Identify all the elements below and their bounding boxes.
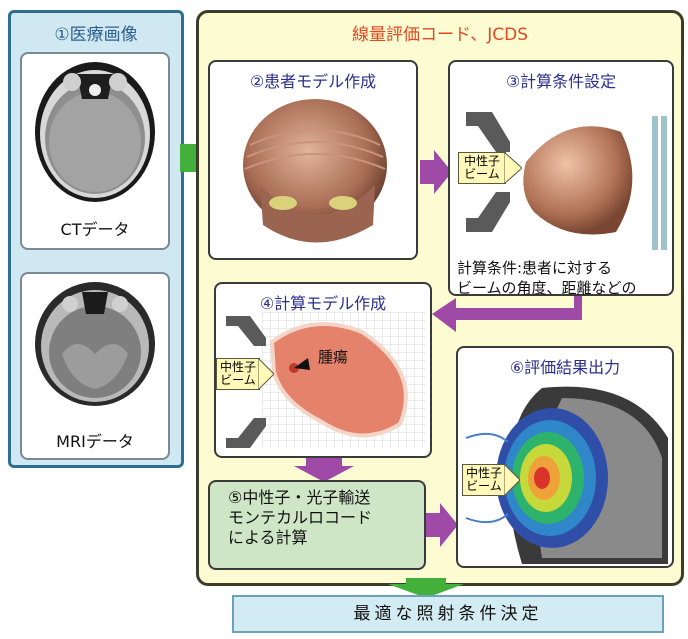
ct-data-label: CTデータ [20, 216, 170, 240]
optimal-conditions-box: 最適な照射条件決定 [232, 595, 664, 633]
calc-conditions-title: ③計算条件設定 [448, 68, 674, 92]
tumor-label: 腫瘍 [318, 346, 348, 367]
patient-model-title: ②患者モデル作成 [208, 68, 418, 92]
beam-arrow-step6 [504, 464, 520, 496]
monte-carlo-line3: による計算 [228, 528, 424, 548]
head-3d-model-image [235, 95, 395, 255]
monte-carlo-line1: ⑤中性子・光子輸送 [228, 488, 424, 508]
beam-arrow-step4 [258, 358, 274, 390]
jcds-title: 線量評価コード、JCDS [196, 20, 684, 45]
monte-carlo-line2: モンテカルロコード [228, 508, 424, 528]
beam-label-step4: 中性子 ビーム [216, 358, 260, 390]
medical-images-title: ①医療画像 [8, 20, 184, 45]
beam-arrow-step3 [504, 152, 522, 184]
calc-model-title: ④計算モデル作成 [214, 290, 432, 314]
mri-data-label: MRIデータ [20, 428, 170, 452]
beam-label-step3: 中性子 ビーム [458, 152, 506, 184]
optimal-conditions-label: 最適な照射条件決定 [354, 604, 543, 624]
purple-arrow-step4-to-step5 [294, 458, 354, 482]
evaluation-output-title: ⑥評価結果出力 [456, 354, 674, 378]
beam-label-step4-text: 中性子 ビーム [220, 360, 256, 387]
beam-label-step6: 中性子 ビーム [462, 464, 506, 496]
calc-conditions-note-line2: ビームの角度、距離などの [457, 278, 677, 298]
purple-arrow-step3-to-step4 [432, 296, 582, 340]
beam-label-step3-text: 中性子 ビーム [464, 154, 500, 181]
beam-label-step6-text: 中性子 ビーム [466, 466, 502, 493]
purple-arrow-step5-to-step6 [426, 503, 458, 547]
monte-carlo-calc-box: ⑤中性子・光子輸送 モンテカルロコード による計算 [208, 480, 426, 570]
calc-conditions-note-line1: 計算条件:患者に対する [457, 258, 677, 278]
